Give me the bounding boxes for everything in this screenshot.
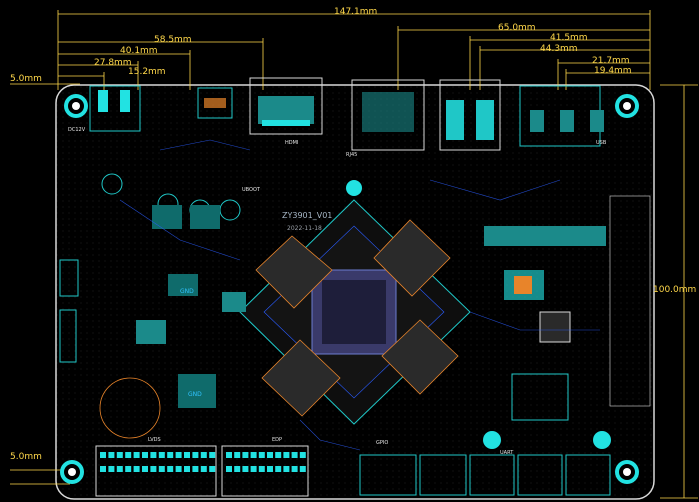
header-pin (267, 452, 273, 458)
header-pin (234, 452, 241, 458)
dc-jack (89, 85, 141, 132)
mounting-hole-bottom-left (60, 460, 84, 484)
dim-58-5: 58.5mm (154, 35, 192, 45)
memory-chips (255, 219, 459, 417)
dim-40-1: 40.1mm (120, 46, 158, 56)
header-pin (283, 466, 290, 472)
header-pin (234, 466, 241, 472)
mounting-hole-mid-2 (593, 431, 611, 449)
header-pin (108, 466, 115, 472)
header-pin (250, 452, 257, 458)
dim-height: 100.0mm (653, 285, 697, 295)
header-pin (209, 452, 216, 458)
header-pin (242, 466, 249, 472)
board-date: 2022-11-18 (287, 225, 322, 232)
header-pin (200, 452, 207, 458)
header-pin (158, 466, 165, 472)
dim-41-5: 41.5mm (550, 33, 588, 43)
label-edp: EDP (272, 437, 283, 443)
header-pin (242, 452, 249, 458)
mounting-hole-bottom-right (615, 460, 639, 484)
dim-left-offset: 5.0mm (10, 74, 42, 84)
dim-bottom-offset: 5.0mm (10, 452, 42, 462)
dim-19-4: 19.4mm (594, 66, 632, 76)
label-dc12v: DC12V (68, 127, 86, 133)
usb-connector-1 (197, 87, 233, 119)
header-pin (226, 466, 232, 472)
label-lvds: LVDS (148, 437, 161, 443)
header-pin (192, 452, 199, 458)
header-pin (299, 452, 306, 458)
header-pin (291, 466, 298, 472)
header-pin (116, 452, 123, 458)
header-pin (100, 466, 106, 472)
header-pin (184, 452, 190, 458)
header-pins (100, 452, 306, 472)
label-usb: USB (596, 140, 607, 146)
header-pin (150, 452, 157, 458)
dim-15-2: 15.2mm (128, 67, 166, 77)
header-pin (291, 452, 298, 458)
header-pin (267, 466, 273, 472)
header-pin (209, 466, 216, 472)
bottom-headers (95, 445, 611, 497)
header-pin (142, 452, 148, 458)
board-name: ZY3901_V01 (282, 211, 333, 220)
header-pin (100, 452, 106, 458)
header-pin (200, 466, 207, 472)
header-pin (108, 452, 115, 458)
rj45-connector (351, 79, 425, 151)
mounting-holes (60, 94, 639, 484)
header-pin (158, 452, 165, 458)
header-pin (167, 452, 174, 458)
header-pin (175, 452, 182, 458)
header-pin (226, 452, 232, 458)
header-pin (125, 452, 132, 458)
left-components (59, 173, 246, 439)
label-uart: UART (500, 450, 514, 456)
header-pin (299, 466, 306, 472)
header-pin (258, 466, 265, 472)
header-pin (133, 452, 140, 458)
header-pin (283, 452, 290, 458)
header-pin (150, 466, 157, 472)
dim-44-3: 44.3mm (540, 44, 578, 54)
label-gpio: GPIO (376, 440, 389, 446)
mounting-hole-top-left (64, 94, 88, 118)
label-hdmi: HDMI (285, 140, 299, 146)
label-gnd-2: GND (188, 391, 202, 398)
dim-27-8: 27.8mm (94, 58, 132, 68)
top-connectors (89, 77, 604, 151)
mounting-hole-top-right (615, 94, 639, 118)
dim-65-0: 65.0mm (498, 23, 536, 33)
dim-21-7: 21.7mm (592, 56, 630, 66)
label-rj45: RJ45 (346, 152, 358, 158)
usb-stack-connector (439, 79, 501, 151)
header-pin (116, 466, 123, 472)
header-pin (258, 452, 265, 458)
dimension-lines (10, 10, 698, 499)
header-pin (133, 466, 140, 472)
traces (119, 139, 600, 451)
dim-total-width: 147.1mm (334, 7, 378, 17)
header-pin (275, 466, 282, 472)
header-pin (125, 466, 132, 472)
header-pin (275, 452, 282, 458)
mounting-hole-cpu-top (346, 180, 362, 196)
header-pin (250, 466, 257, 472)
right-components (484, 195, 651, 421)
header-pin (167, 466, 174, 472)
header-pin (142, 466, 148, 472)
label-ubot: UBOOT (242, 187, 260, 193)
header-pin (175, 466, 182, 472)
hdmi-connector (249, 77, 323, 135)
header-pin (184, 466, 190, 472)
label-gnd-1: GND (180, 288, 194, 295)
header-pin (192, 466, 199, 472)
mounting-hole-mid-1 (483, 431, 501, 449)
